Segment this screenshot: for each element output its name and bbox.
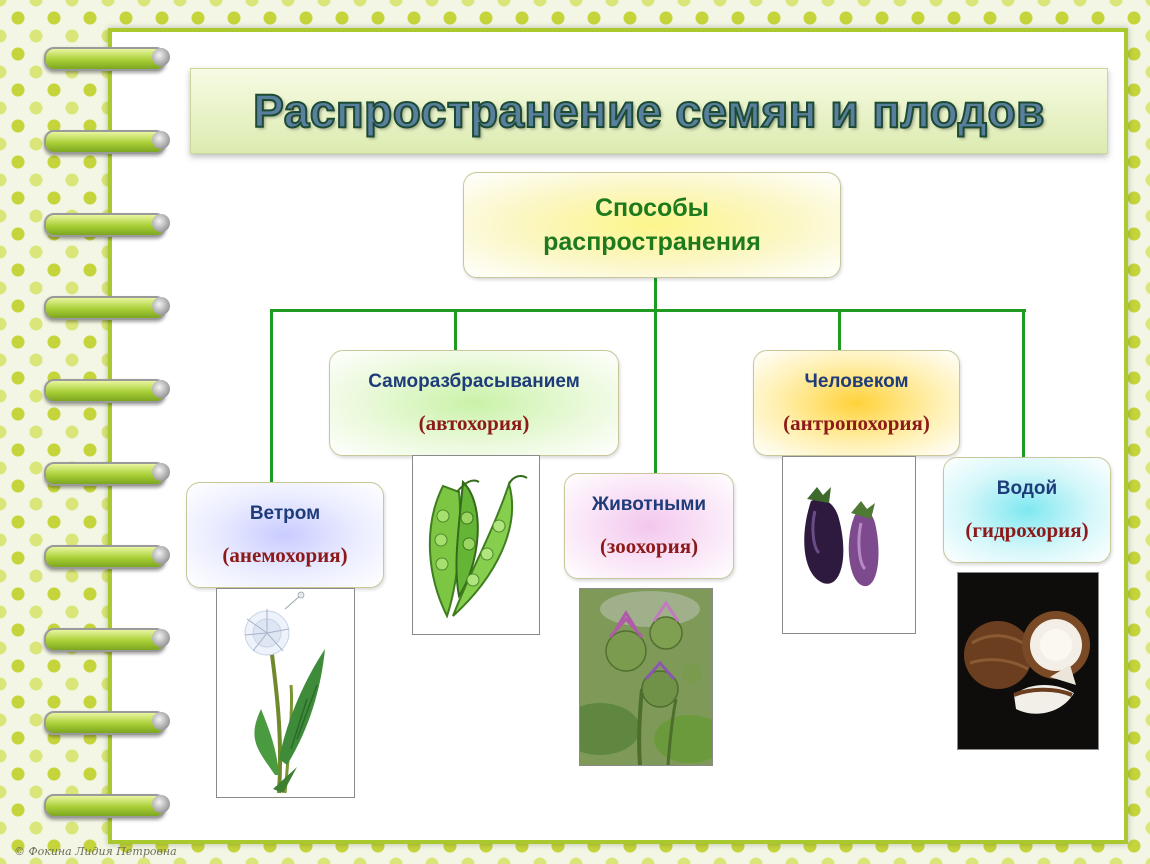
binder-ring [44, 213, 170, 237]
connector-line [654, 309, 657, 475]
method-node-self: Саморазбрасыванием (автохория) [329, 350, 619, 456]
method-node-animals: Животными (зоохория) [564, 473, 734, 579]
binder-ring [44, 545, 170, 569]
binder-ring [44, 130, 170, 154]
binder-ring [44, 711, 170, 735]
method-label: Водой [996, 477, 1058, 499]
binder-ring [44, 379, 170, 403]
root-label-line2: распространения [543, 228, 761, 256]
method-term: (антропохория) [783, 410, 930, 435]
method-node-water: Водой (гидрохория) [943, 457, 1111, 563]
connector-line [270, 309, 273, 484]
method-node-human: Человеком (антропохория) [753, 350, 960, 456]
binder-ring [44, 462, 170, 486]
method-term: (гидрохория) [965, 517, 1089, 542]
method-label: Человеком [804, 370, 909, 392]
method-term: (автохория) [418, 410, 530, 435]
copyright-note: © Фокина Лидия Петровна [14, 845, 177, 858]
connector-line [838, 309, 841, 351]
method-label: Животными [591, 493, 707, 515]
method-label: Саморазбрасыванием [368, 370, 580, 392]
root-label-line1: Способы [594, 194, 710, 222]
pea-pods-photo [412, 455, 540, 635]
connector-line [654, 276, 657, 310]
page-title: Распространение семян и плодов [252, 84, 1045, 138]
root-node: Способы распространения [463, 172, 841, 278]
binder-ring [44, 794, 170, 818]
method-term: (анемохория) [222, 542, 348, 567]
method-label: Ветром [249, 502, 321, 524]
binder-ring [44, 47, 170, 71]
binder-ring [44, 628, 170, 652]
connector-line [1022, 309, 1025, 459]
title-banner: Распространение семян и плодов [190, 68, 1108, 154]
binder-ring [44, 296, 170, 320]
dandelion-photo [216, 588, 355, 798]
coconut-photo [957, 572, 1099, 750]
connector-line [270, 309, 1026, 312]
burdock-photo [579, 588, 713, 766]
eggplant-photo [782, 456, 916, 634]
method-node-wind: Ветром (анемохория) [186, 482, 384, 588]
method-term: (зоохория) [599, 533, 699, 558]
connector-line [454, 309, 457, 351]
